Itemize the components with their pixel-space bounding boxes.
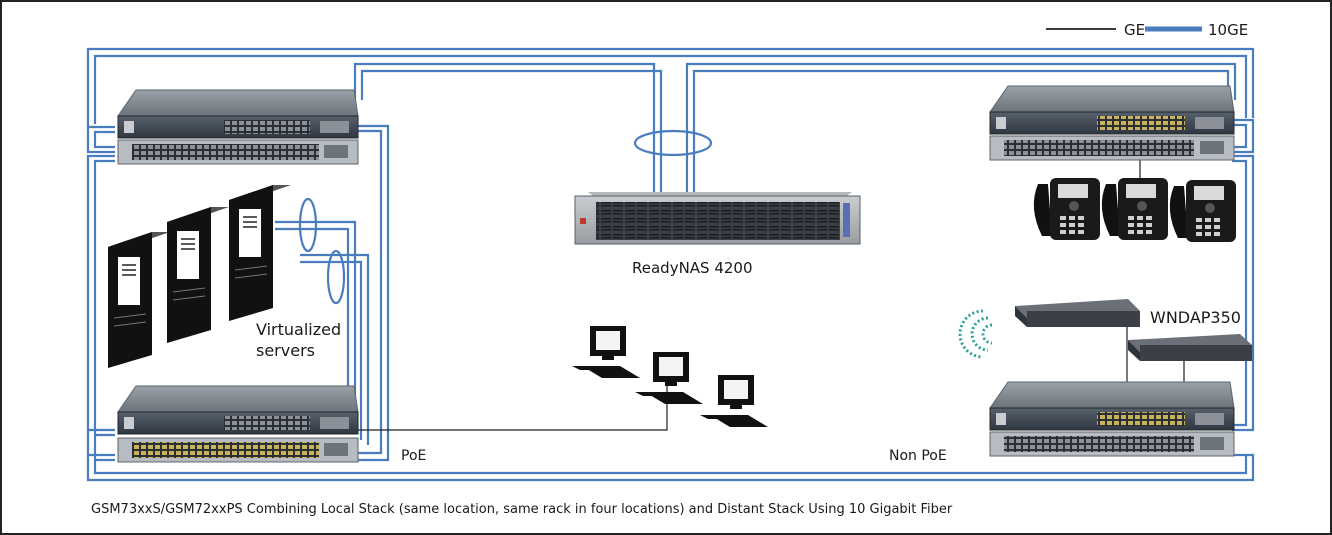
access-point-icons — [1015, 299, 1252, 361]
diagram-caption: GSM73xxS/GSM72xxPS Combining Local Stack… — [91, 502, 953, 517]
lag-ellipse-server-2 — [326, 249, 346, 305]
workstation-icon — [635, 352, 703, 404]
server-icon — [108, 232, 170, 368]
server-icon — [229, 185, 291, 321]
switch-icon — [989, 381, 1235, 431]
ip-phone-icon — [1033, 178, 1100, 240]
access-point-icon — [1128, 334, 1252, 361]
switch-icon — [989, 135, 1235, 161]
non-poe-label: Non PoE — [889, 448, 947, 464]
access-point-icon — [1015, 299, 1140, 327]
workstation-icon — [700, 375, 768, 427]
readynas-icon — [574, 192, 861, 245]
server-icons — [108, 185, 291, 368]
legend-10ge-label: 10GE — [1208, 21, 1249, 39]
poe-label: PoE — [401, 448, 427, 464]
switch-icon — [117, 437, 359, 463]
readynas-label: ReadyNAS 4200 — [632, 259, 753, 277]
ip-phone-icon — [1101, 178, 1168, 240]
switch-stacks — [117, 85, 1235, 463]
ip-phone-icons — [1033, 178, 1236, 242]
lag-ellipse-nas — [633, 129, 713, 157]
switch-icon — [117, 385, 359, 435]
legend-ge-label: GE — [1124, 21, 1146, 39]
lag-ellipse-server-1 — [298, 197, 318, 253]
workstation-icons — [572, 326, 768, 427]
ip-phone-icon — [1169, 180, 1236, 242]
switch-icon — [117, 139, 359, 165]
switch-icon — [989, 431, 1235, 457]
wifi-signal-icon — [958, 309, 993, 359]
switch-icon — [117, 89, 359, 139]
access-point-label: WNDAP350 — [1150, 308, 1241, 327]
workstation-icon — [572, 326, 640, 378]
server-icon — [167, 207, 229, 343]
virtualized-servers-label: Virtualized servers — [256, 320, 342, 360]
switch-icon — [989, 85, 1235, 135]
